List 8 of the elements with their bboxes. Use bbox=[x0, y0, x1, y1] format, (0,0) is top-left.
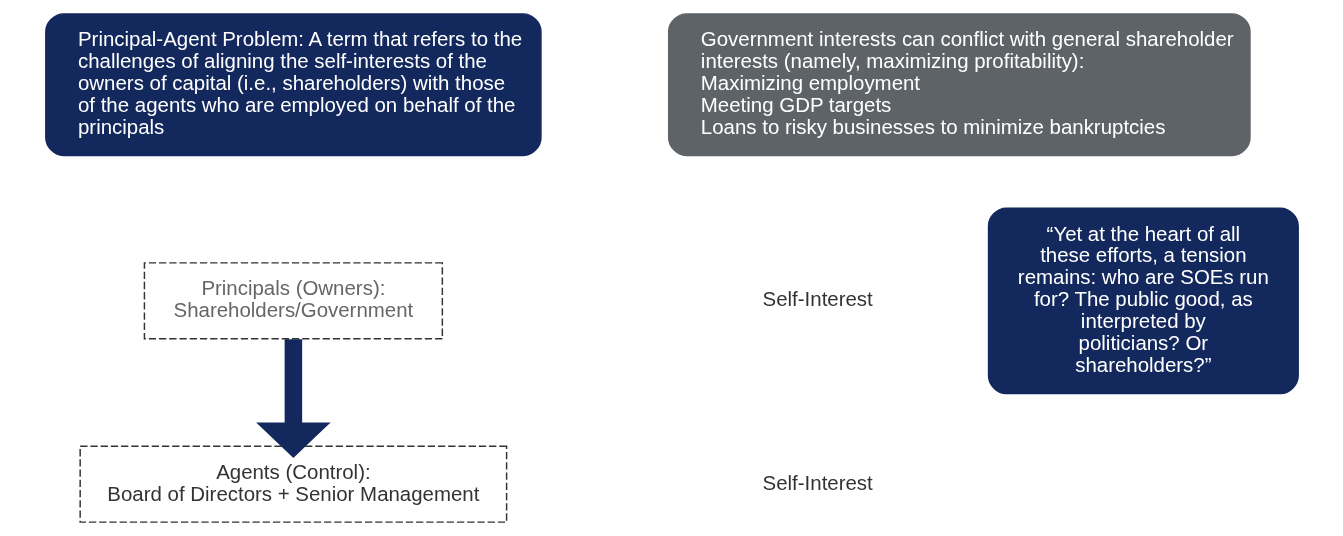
node-box: “Yet at the heart of all these efforts, a tension remains: who are SOEs run for? The public good, as interpreted by politicians? Or shareholders?” bbox=[987, 207, 1299, 395]
label: Self-Interest bbox=[762, 470, 873, 494]
node-box: Agents (Control): Board of Directors + Senior Management bbox=[78, 445, 507, 523]
node-box: Principal-Agent Problem: A term that refers to the challenges of aligning the self-interests of the owners of capital (i.e., shareholders) with those of the agents who are employed on behalf of the principals bbox=[44, 13, 542, 157]
node-box: Government interests can conflict with general shareholder interests (namely, maximizing profitability): Maximizing employment Meeting GDP targets Loans to risky businesses to minimize bankruptcies bbox=[667, 13, 1251, 157]
label: Self-Interest bbox=[762, 287, 873, 311]
arrow bbox=[255, 339, 331, 458]
node-box: Principals (Owners): Shareholders/Government bbox=[143, 262, 443, 340]
